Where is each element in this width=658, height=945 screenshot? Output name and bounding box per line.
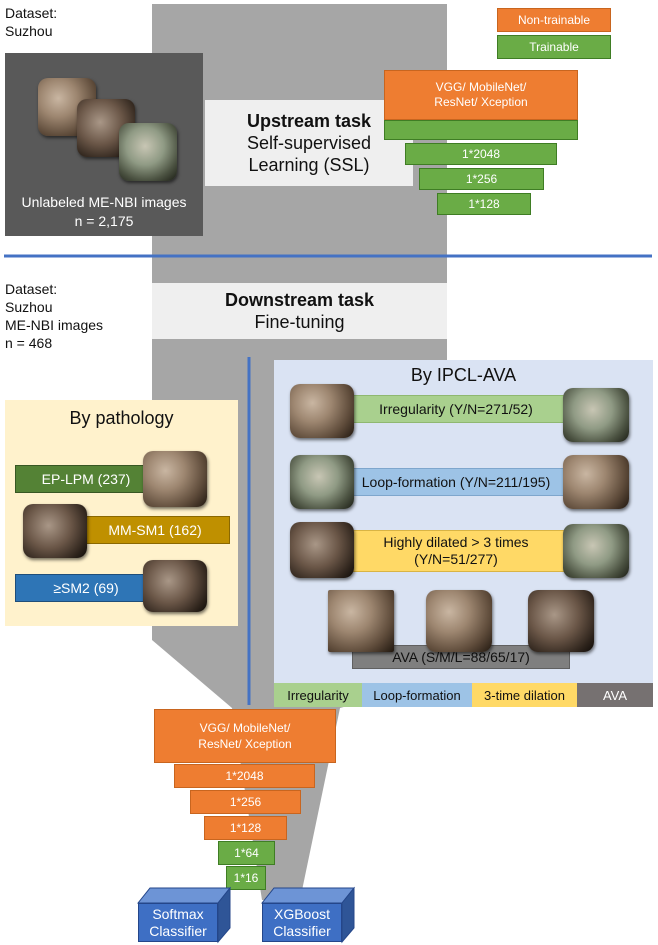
softmax-cube-side (217, 886, 231, 944)
finetune-frozen-layer: 1*256 (190, 790, 301, 814)
ipcl-legend-strip-item: 3-time dilation (472, 683, 577, 707)
ipcl-feature-bar: Highly dilated > 3 times (Y/N=51/277) (340, 530, 572, 572)
legend-non-trainable: Non-trainable (497, 8, 611, 32)
endoscopy-image (563, 388, 629, 442)
pathology-class-bar: MM-SM1 (162) (80, 516, 230, 544)
pathology-class-bar: ≥SM2 (69) (15, 574, 157, 602)
ipcl-legend-strip-item: Irregularity (274, 683, 362, 707)
endoscopy-image (290, 455, 354, 509)
endoscopy-image (563, 455, 629, 509)
unlabeled-images-caption: Unlabeled ME-NBI images n = 2,175 (21, 194, 187, 229)
upstream-backbone-trainable-band (384, 120, 578, 140)
downstream-task-label: Downstream task Fine-tuning (152, 283, 447, 339)
softmax-classifier: Softmax Classifier (138, 903, 218, 942)
finetune-backbone: VGG/ MobileNet/ ResNet/ Xception (154, 709, 336, 763)
endoscopy-image (143, 451, 207, 507)
finetune-trainable-layer: 1*16 (226, 866, 266, 890)
finetune-trainable-layer: 1*64 (218, 841, 275, 865)
endoscopy-image (528, 590, 594, 652)
endoscopy-image (119, 123, 177, 181)
ipcl-feature-bar: Irregularity (Y/N=271/52) (340, 395, 572, 423)
xgboost-classifier: XGBoost Classifier (262, 903, 342, 942)
xgboost-cube-side (341, 886, 355, 944)
endoscopy-image (290, 522, 354, 578)
downstream-dataset-label: Dataset: Suzhou ME-NBI images n = 468 (5, 281, 104, 351)
endoscopy-image (143, 560, 207, 612)
endoscopy-image (328, 590, 394, 652)
finetune-frozen-layer: 1*2048 (174, 764, 315, 788)
softmax-cube-top (136, 887, 232, 904)
upstream-layer: 1*256 (419, 168, 544, 190)
endoscopy-image (426, 590, 492, 652)
upstream-task-label: Upstream task Self-supervised Learning (… (205, 100, 413, 186)
ipcl-legend-strip-item: Loop-formation (362, 683, 472, 707)
upstream-layer: 1*2048 (405, 143, 557, 165)
pathology-panel: By pathology EP-LPM (237) MM-SM1 (162) ≥… (5, 400, 238, 626)
upstream-layer: 1*128 (437, 193, 531, 215)
endoscopy-image (23, 504, 87, 558)
pathology-class-bar: EP-LPM (237) (15, 465, 157, 493)
ipcl-title: By IPCL-AVA (410, 365, 517, 385)
xgboost-cube-top (260, 887, 356, 904)
ipcl-legend-strip-item: AVA (577, 683, 653, 707)
unlabeled-images-panel: Unlabeled ME-NBI images n = 2,175 (5, 53, 203, 236)
endoscopy-image (563, 524, 629, 578)
pathology-title: By pathology (69, 408, 174, 428)
endoscopy-image (290, 384, 354, 438)
legend-trainable: Trainable (497, 35, 611, 59)
ipcl-feature-bar: Loop-formation (Y/N=211/195) (340, 468, 572, 496)
upstream-backbone: VGG/ MobileNet/ ResNet/ Xception (384, 70, 578, 120)
ipcl-panel: By IPCL-AVA Irregularity (Y/N=271/52) Lo… (274, 360, 653, 683)
finetune-frozen-layer: 1*128 (204, 816, 287, 840)
upstream-dataset-label: Dataset: Suzhou (5, 5, 58, 39)
